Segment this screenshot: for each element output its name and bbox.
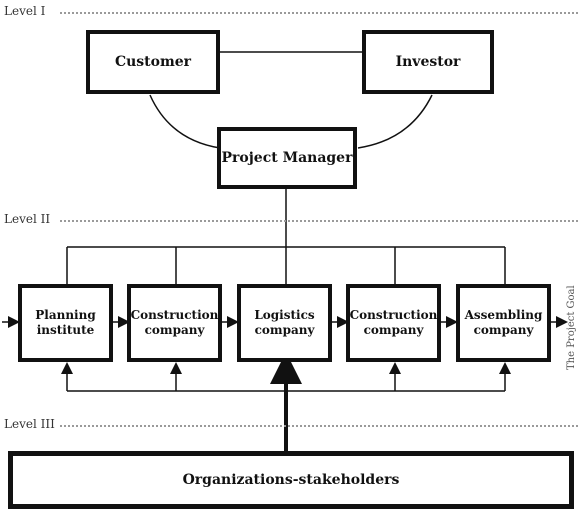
company-4-line2: company xyxy=(363,323,424,337)
level-1-label: Level I xyxy=(4,4,46,18)
stakeholders-node: Organizations-stakeholders xyxy=(8,451,574,509)
company-5-line1: Assembling xyxy=(464,308,543,322)
project-manager-node: Project Manager xyxy=(217,127,357,189)
company-3-line1: Logistics xyxy=(254,308,315,322)
company-5-line2: company xyxy=(473,323,534,337)
investor-pm-curve xyxy=(357,94,433,149)
level-1-divider xyxy=(60,12,578,14)
project-manager-label: Project Manager xyxy=(221,150,353,166)
company-4-line1: Construction xyxy=(349,308,438,322)
level-3-divider xyxy=(60,425,578,427)
company-1-line2: institute xyxy=(36,323,95,337)
company-2-line1: Construction xyxy=(130,308,219,322)
stakeholders-label: Organizations-stakeholders xyxy=(182,472,400,488)
level-3-label: Level III xyxy=(4,417,55,431)
investor-node: Investor xyxy=(362,30,494,94)
investor-label: Investor xyxy=(395,54,461,70)
customer-pm-curve xyxy=(149,94,221,149)
company-2-line2: company xyxy=(144,323,205,337)
level-2-divider xyxy=(60,220,578,222)
customer-node: Customer xyxy=(86,30,220,94)
project-goal-label: The Project Goal xyxy=(566,285,577,370)
company-3-line2: company xyxy=(254,323,315,337)
company-1-line1: Planning xyxy=(35,308,96,322)
customer-label: Customer xyxy=(114,54,192,70)
level-2-label: Level II xyxy=(4,212,51,226)
